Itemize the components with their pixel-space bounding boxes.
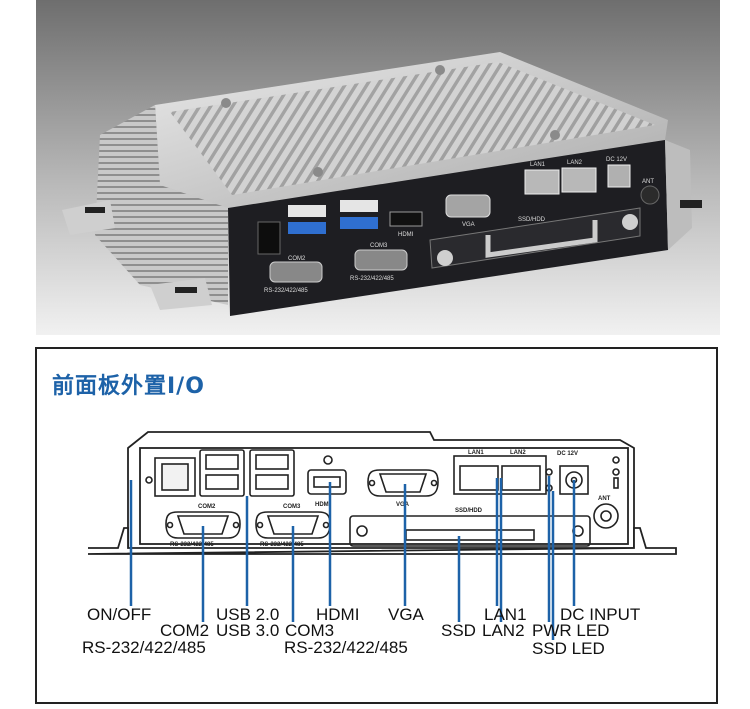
- callout-on-off: ON/OFF: [87, 605, 152, 624]
- power-button: [145, 457, 196, 497]
- vga-port: [367, 469, 439, 497]
- callout-lan2: LAN2: [482, 621, 525, 640]
- photo-label-com2: COM2: [288, 256, 306, 262]
- callout-vga: VGA: [388, 605, 424, 624]
- heatsink-top: [155, 52, 668, 208]
- callout-com2: COM2: [160, 621, 210, 640]
- photo-label-lan1: LAN1: [530, 162, 546, 168]
- hdmi-port: [307, 455, 347, 495]
- antenna-port: [593, 503, 619, 529]
- callout-lan1: LAN1: [484, 605, 527, 624]
- heatsink-side: [95, 105, 228, 305]
- callout-dc-input: DC INPUT: [560, 605, 641, 624]
- callout-usb20: USB 2.0: [216, 605, 280, 624]
- photo-label-rs-b: RS-232/422/485: [350, 276, 394, 282]
- panel-label-rs-a: RS-232/422/485: [170, 542, 214, 548]
- panel-label-rs-b: RS-232/422/485: [260, 542, 304, 548]
- panel-label-com2: COM2: [198, 504, 216, 510]
- callout-com3: COM3: [285, 621, 335, 640]
- callout-usb30: USB 3.0: [216, 621, 280, 640]
- photo-label-ant: ANT: [642, 179, 654, 185]
- photo-label-com3: COM3: [370, 243, 388, 249]
- photo-label-lan2: LAN2: [567, 160, 583, 166]
- callout-ssd: SSD: [441, 621, 476, 640]
- panel-label-com3: COM3: [283, 504, 301, 510]
- panel-label-vga: VGA: [396, 502, 410, 508]
- chassis-outline: [87, 431, 677, 555]
- photo-label-vga: VGA: [462, 222, 475, 228]
- photo-label-ssd: SSD/HDD: [518, 217, 546, 223]
- photo-label-rs-a: RS-232/422/485: [264, 288, 308, 294]
- product-photo: LAN1 LAN2 DC 12V ANT HDMI VGA SSD/HDD CO…: [36, 0, 720, 335]
- panel-label-dc: DC 12V: [557, 451, 578, 457]
- panel-label-lan2: LAN2: [510, 450, 526, 456]
- photo-label-dc: DC 12V: [606, 157, 627, 163]
- callout-pwr-led: PWR LED: [532, 621, 610, 640]
- section-title: 前面板外置I/O: [52, 374, 205, 399]
- leader-lines: [129, 476, 576, 640]
- panel-label-ssd: SSD/HDD: [455, 508, 483, 514]
- photo-ports: [257, 164, 660, 283]
- panel-label-lan1: LAN1: [468, 450, 484, 456]
- callout-hdmi: HDMI: [316, 605, 360, 624]
- panel-label-hdmi: HDMI: [315, 502, 331, 508]
- callout-com3-rs: RS-232/422/485: [284, 638, 408, 657]
- callout-com2-rs: RS-232/422/485: [82, 638, 206, 657]
- callout-ssd-led: SSD LED: [532, 639, 605, 658]
- photo-label-hdmi: HDMI: [398, 232, 414, 238]
- usb-ports: [199, 449, 295, 497]
- panel-label-ant: ANT: [598, 496, 611, 502]
